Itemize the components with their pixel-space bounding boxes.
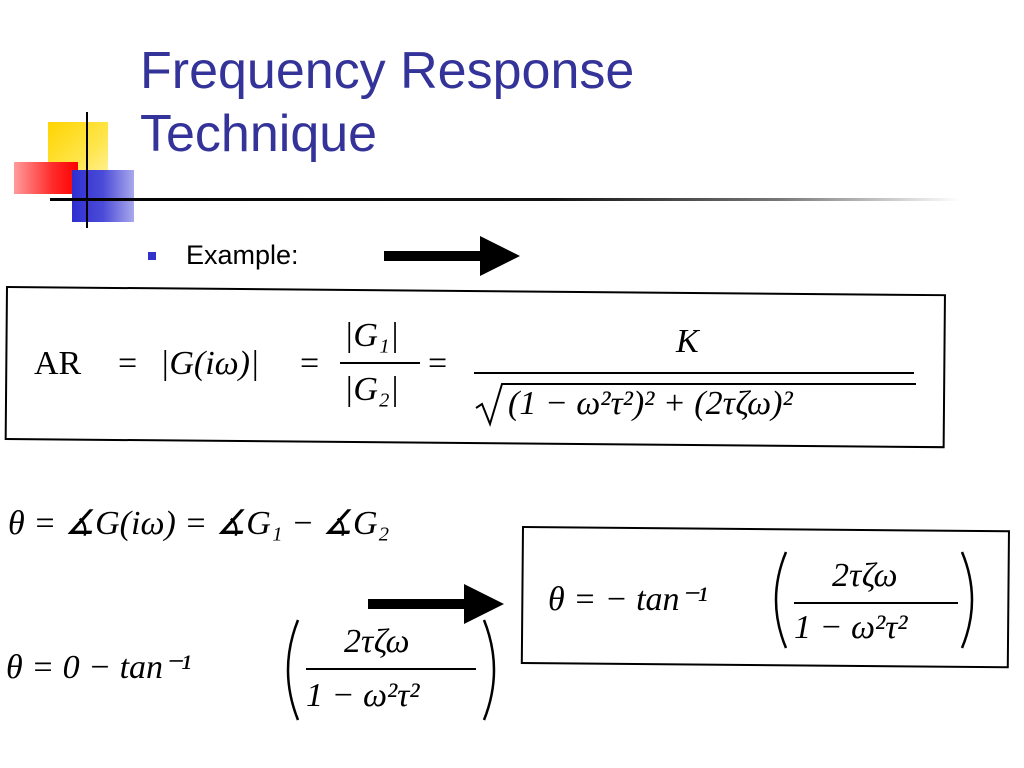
right-paren-icon (482, 619, 496, 721)
left-paren-icon (286, 619, 300, 721)
ar-fraction2-bar (474, 372, 914, 374)
ar-fraction1-numerator: |G₁| (344, 317, 400, 354)
decorative-blue-square (72, 170, 134, 222)
right-arrow-icon (384, 236, 520, 276)
bullet-example-label: Example: (186, 240, 299, 270)
ar-fraction2-denominator: (1 − ω²τ²)² + (2τζω)² (508, 385, 793, 422)
theta-result-lhs: θ = − tan⁻¹ (548, 581, 708, 618)
theta-expanded-denominator: 1 − ω²τ² (306, 677, 420, 714)
ar-fraction2-numerator: K (676, 323, 699, 360)
theta-result-denominator: 1 − ω²τ² (794, 609, 908, 646)
equals-sign-2: = (300, 345, 320, 382)
square-root-icon (475, 383, 514, 428)
title-line-1: Frequency Response (140, 42, 635, 100)
ar-magnitude-g: |G(iω)| (160, 345, 260, 382)
decorative-vertical-line (86, 112, 88, 228)
right-paren-icon (960, 551, 974, 649)
title-line-2: Technique (140, 105, 378, 163)
title-underline (50, 198, 960, 201)
theta-expanded-fraction-bar (306, 668, 476, 670)
sqrt-overline (512, 383, 916, 385)
equals-sign-3: = (428, 345, 448, 382)
ar-label: AR (34, 345, 82, 382)
ar-fraction1-denominator: |G₂| (344, 371, 400, 408)
theta-result-numerator: 2τζω (832, 557, 898, 594)
ar-fraction1-bar (340, 362, 420, 364)
theta-definition: θ = ∡G(iω) = ∡G₁ − ∡G₂ (8, 505, 390, 542)
left-paren-icon (774, 551, 788, 649)
equals-sign-1: = (118, 345, 138, 382)
bullet-square-icon (148, 252, 156, 260)
right-arrow-icon (368, 584, 504, 624)
theta-result-fraction-bar (794, 602, 958, 604)
theta-expanded-lhs: θ = 0 − tan⁻¹ (6, 649, 192, 686)
slide-title: Frequency Response Technique (140, 40, 980, 166)
decorative-red-square (14, 162, 78, 194)
theta-expanded-numerator: 2τζω (344, 623, 410, 660)
